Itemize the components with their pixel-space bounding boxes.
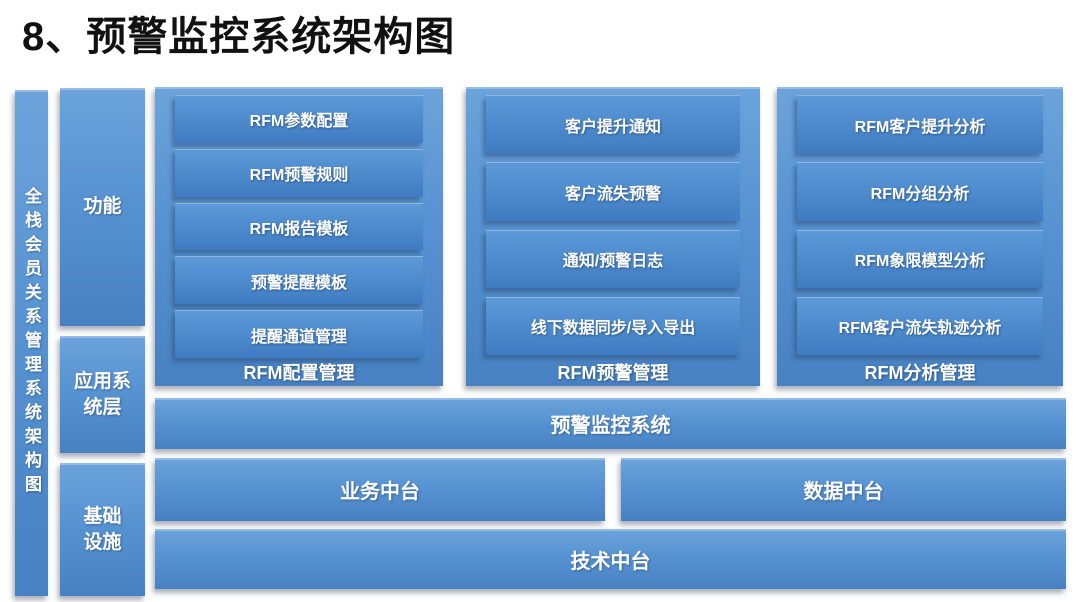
bar-data-middle-platform: 数据中台 <box>621 458 1066 521</box>
group-label: RFM分析管理 <box>864 363 976 383</box>
diagram-box: RFM客户提升分析 <box>797 95 1043 154</box>
group-rfm-analysis-management: RFM客户提升分析 RFM分组分析 RFM象限模型分析 RFM客户流失轨迹分析 … <box>777 87 1063 386</box>
diagram-box: 预警提醒模板 <box>175 256 423 305</box>
layer-label: 功能 <box>83 196 122 218</box>
diagram-box: RFM预警规则 <box>175 148 423 197</box>
layer-label: 基础 设施 <box>83 505 122 553</box>
diagram-box: RFM客户流失轨迹分析 <box>797 296 1043 355</box>
group-rfm-config-management: RFM参数配置 RFM预警规则 RFM报告模板 预警提醒模板 提醒通道管理 RF… <box>155 87 443 386</box>
bar-business-middle-platform: 业务中台 <box>155 458 605 521</box>
layer-item-infrastructure: 基础 设施 <box>60 463 145 596</box>
diagram-box: RFM分组分析 <box>797 162 1043 221</box>
diagram-box: RFM报告模板 <box>175 202 423 251</box>
group-label: RFM预警管理 <box>557 363 669 383</box>
bar-warning-monitor-system: 预警监控系统 <box>155 398 1066 449</box>
diagram-box: 通知/预警日志 <box>486 229 740 288</box>
diagram-box: 客户提升通知 <box>486 95 740 154</box>
group-label: RFM配置管理 <box>243 363 355 383</box>
left-rail-label: 全栈会员关系管理系统架构图 <box>22 187 41 499</box>
diagram-box: RFM象限模型分析 <box>797 229 1043 288</box>
diagram-box: 提醒通道管理 <box>175 310 423 358</box>
layer-item-functions: 功能 <box>60 88 145 326</box>
diagram-box: RFM参数配置 <box>175 95 423 143</box>
group-rfm-warning-management: 客户提升通知 客户流失预警 通知/预警日志 线下数据同步/导入导出 RFM预警管… <box>466 87 760 386</box>
diagram-box: 客户流失预警 <box>486 162 740 221</box>
diagram-box: 线下数据同步/导入导出 <box>486 296 740 355</box>
bar-tech-middle-platform: 技术中台 <box>155 529 1066 589</box>
left-rail-architecture-bar: 全栈会员关系管理系统架构图 <box>15 90 48 596</box>
layer-item-application-system-layer: 应用系 统层 <box>60 336 145 453</box>
page-title: 8、预警监控系统架构图 <box>22 15 456 59</box>
layer-label: 应用系 统层 <box>73 370 131 418</box>
